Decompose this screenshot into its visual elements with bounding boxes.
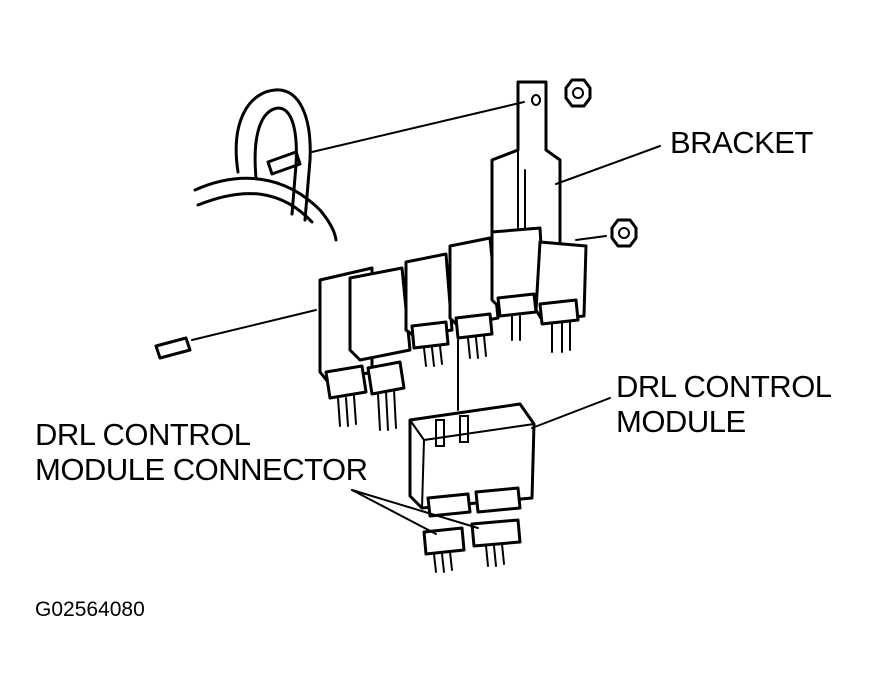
bolt-lower bbox=[610, 218, 638, 248]
drl-module-connector-label: DRL CONTROL MODULE CONNECTOR bbox=[35, 417, 368, 487]
drl-module-label-line1: DRL CONTROL bbox=[616, 369, 832, 404]
drl-control-module-label: DRL CONTROL MODULE bbox=[616, 369, 832, 439]
drl-control-module bbox=[408, 402, 536, 518]
alignment-lines bbox=[154, 101, 607, 411]
bracket-label: BRACKET bbox=[670, 125, 813, 161]
figure-id: G02564080 bbox=[35, 598, 145, 622]
connector-label-line2: MODULE CONNECTOR bbox=[35, 451, 368, 487]
relay-cluster bbox=[318, 226, 588, 431]
connector-label-line1: DRL CONTROL bbox=[35, 417, 251, 452]
leader-lines bbox=[351, 145, 661, 535]
figure-id-text: G02564080 bbox=[35, 598, 145, 621]
drl-module-label-line2: MODULE bbox=[616, 403, 746, 439]
bracket-label-text: BRACKET bbox=[670, 125, 813, 160]
drl-module-connectors bbox=[422, 518, 522, 573]
bolt-upper bbox=[564, 78, 592, 108]
body-structure bbox=[193, 88, 338, 242]
